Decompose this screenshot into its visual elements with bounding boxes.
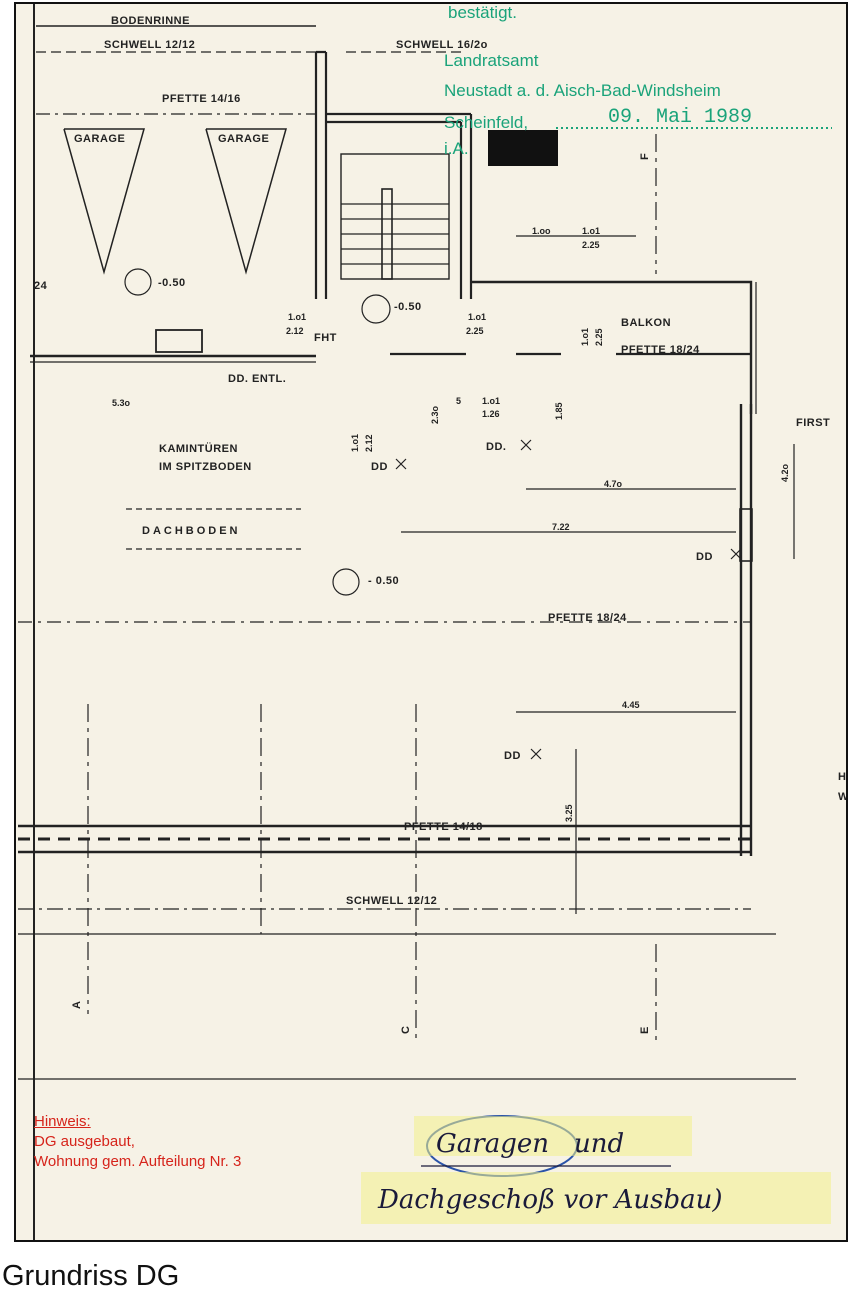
dim-225-b: 2.25	[466, 326, 484, 336]
first-label: FIRST	[796, 417, 830, 429]
hint-note: Hinweis: DG ausgebaut, Wohnung gem. Auft…	[34, 1112, 241, 1172]
dim-47o: 4.7o	[604, 479, 623, 489]
hint-title: Hinweis:	[34, 1113, 91, 1130]
garage-right-label: GARAGE	[218, 133, 269, 145]
dim-23o: 2.3o	[430, 405, 440, 424]
dim-53o: 5.3o	[112, 398, 131, 408]
schwell-top-left-label: SCHWELL 12/12	[104, 39, 195, 51]
dim-445: 4.45	[622, 700, 640, 710]
dim-1o1-f: 1.o1	[350, 434, 360, 452]
fht-label: FHT	[314, 332, 337, 344]
dim-1o1-e: 1.o1	[482, 396, 500, 406]
dd-label-2: DD	[371, 461, 388, 473]
handwriting-line-2: Dachgeschoß vor Ausbau)	[377, 1185, 723, 1215]
level-label-1: -0.50	[158, 277, 186, 289]
dd-label-4: DD	[504, 750, 521, 762]
dim-1o1-b: 1.o1	[288, 312, 306, 322]
dim-212-a: 2.12	[286, 326, 304, 336]
dd-label-1: DD.	[486, 441, 506, 453]
dim-126: 1.26	[482, 409, 500, 419]
dim-5: 5	[456, 396, 461, 406]
pfette-bottom-label: PFETTE 14/18	[404, 821, 483, 833]
edge-w-label: W	[838, 791, 846, 803]
dim-1o1-d: 1.o1	[580, 328, 590, 346]
dd-label-3: DD	[696, 551, 713, 563]
dim-1oo: 1.oo	[532, 226, 551, 236]
floor-plan-frame: BODENRINNE SCHWELL 12/12 SCHWELL 16/2o P…	[14, 2, 848, 1242]
stamp-line-2: Landratsamt	[444, 51, 539, 70]
dim-185: 1.85	[554, 402, 564, 420]
dim-722: 7.22	[552, 522, 570, 532]
dim-325: 3.25	[564, 804, 574, 822]
stamp-line-5: i.A.	[444, 139, 469, 158]
schwell-top-right-label: SCHWELL 16/2o	[396, 39, 488, 51]
schwell-bottom-label: SCHWELL 12/12	[346, 895, 437, 907]
dachboden-label: DACHBODEN	[142, 525, 241, 537]
hint-line-2: Wohnung gem. Aufteilung Nr. 3	[34, 1153, 242, 1170]
handwritten-note: Garagen und Dachgeschoß vor Ausbau)	[377, 1129, 723, 1215]
bodenrinne-label: BODENRINNE	[111, 15, 190, 27]
stamp-line-1: bestätigt.	[448, 4, 517, 22]
dim-225-c: 2.25	[594, 328, 604, 346]
level-label-2: -0.50	[394, 301, 422, 313]
dim-212-b: 2.12	[364, 434, 374, 452]
edge-24-label: 24	[34, 280, 48, 292]
pfette-mid-label: PFETTE 18/24	[548, 612, 627, 624]
kamintueren-label-2: IM SPITZBODEN	[159, 461, 252, 473]
dim-1o1-a: 1.o1	[582, 226, 600, 236]
edge-h-label: H	[838, 771, 846, 783]
pfette-top-label: PFETTE 14/16	[162, 93, 241, 105]
figure-caption: Grundriss DG	[2, 1260, 180, 1292]
dim-42o: 4.2o	[780, 463, 790, 482]
dim-225-a: 2.25	[582, 240, 600, 250]
garage-left-label: GARAGE	[74, 133, 125, 145]
axis-a-label: A	[71, 1001, 83, 1009]
axis-e-label: E	[639, 1026, 651, 1034]
handwriting-word-garagen: Garagen	[436, 1129, 549, 1159]
axis-f-label: F	[639, 153, 651, 160]
handwriting-word-und: und	[574, 1129, 624, 1159]
axis-c-label: C	[400, 1026, 412, 1034]
stamp-line-3: Neustadt a. d. Aisch-Bad-Windsheim	[444, 81, 721, 100]
stamp-date: 09. Mai 1989	[608, 106, 752, 129]
floor-plan-drawing: BODENRINNE SCHWELL 12/12 SCHWELL 16/2o P…	[18, 4, 846, 1240]
approval-stamp: bestätigt. Landratsamt Neustadt a. d. Ai…	[444, 4, 752, 158]
dim-1o1-c: 1.o1	[468, 312, 486, 322]
stamp-line-4: Scheinfeld,	[444, 113, 528, 132]
hint-line-1: DG ausgebaut,	[34, 1133, 135, 1150]
dd-entl-label: DD. ENTL.	[228, 373, 286, 385]
pfette-balkon-label: PFETTE 18/24	[621, 344, 700, 356]
kamintueren-label-1: KAMINTÜREN	[159, 442, 238, 455]
level-label-3: - 0.50	[368, 575, 399, 587]
balkon-label: BALKON	[621, 317, 671, 329]
